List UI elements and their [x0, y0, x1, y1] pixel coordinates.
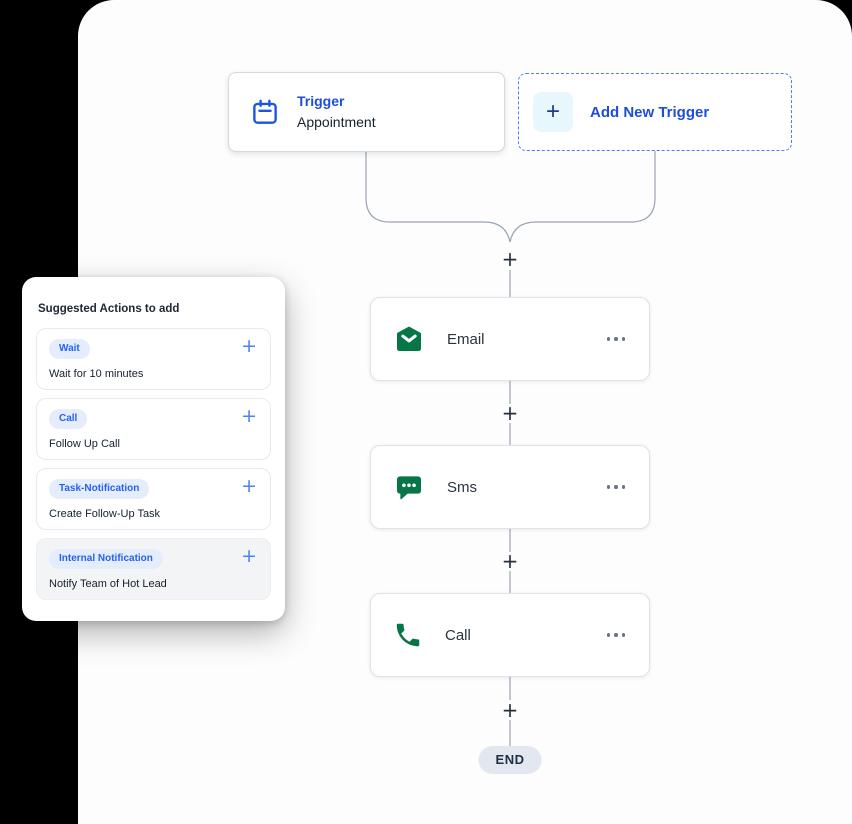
more-options-icon[interactable] [603, 481, 630, 493]
add-new-trigger-button[interactable]: + Add New Trigger [518, 73, 792, 151]
call-icon [393, 620, 423, 650]
add-action-button[interactable]: + [241, 405, 257, 427]
action-type-badge: Task-Notification [49, 479, 150, 499]
plus-icon: + [533, 92, 573, 132]
sms-icon [393, 471, 425, 503]
suggested-actions-panel: Suggested Actions to add Wait + Wait for… [22, 277, 285, 621]
add-action-button[interactable]: + [241, 475, 257, 497]
flow-node-label: Email [447, 330, 485, 348]
suggested-action-internal-notification[interactable]: Internal Notification + Notify Team of H… [36, 538, 271, 600]
action-type-badge: Call [49, 409, 88, 429]
flow-node-email[interactable]: Email [370, 297, 650, 381]
flow-node-label: Sms [447, 478, 477, 496]
action-description: Notify Team of Hot Lead [49, 578, 167, 590]
more-options-icon[interactable] [603, 333, 630, 345]
action-description: Wait for 10 minutes [49, 368, 144, 380]
add-step-button[interactable]: + [501, 549, 519, 573]
flow-node-call[interactable]: Call [370, 593, 650, 677]
panel-title: Suggested Actions to add [38, 303, 180, 315]
calendar-icon [250, 97, 280, 127]
add-new-trigger-label: Add New Trigger [590, 103, 710, 121]
email-icon [393, 323, 425, 355]
trigger-card-subtitle: Appointment [297, 114, 376, 130]
add-step-button[interactable]: + [501, 401, 519, 425]
end-badge: END [478, 746, 542, 774]
trigger-card-title: Trigger [297, 93, 345, 109]
add-action-button[interactable]: + [241, 335, 257, 357]
suggested-action-call[interactable]: Call + Follow Up Call [36, 398, 271, 460]
action-type-badge: Internal Notification [49, 549, 163, 569]
add-step-button[interactable]: + [501, 698, 519, 722]
flow-node-sms[interactable]: Sms [370, 445, 650, 529]
suggested-action-task-notification[interactable]: Task-Notification + Create Follow-Up Tas… [36, 468, 271, 530]
more-options-icon[interactable] [603, 629, 630, 641]
suggested-action-wait[interactable]: Wait + Wait for 10 minutes [36, 328, 271, 390]
action-description: Create Follow-Up Task [49, 508, 161, 520]
action-type-badge: Wait [49, 339, 90, 359]
flow-node-label: Call [445, 626, 471, 644]
add-action-button[interactable]: + [241, 545, 257, 567]
action-description: Follow Up Call [49, 438, 120, 450]
trigger-card[interactable]: Trigger Appointment [228, 72, 505, 152]
add-step-button[interactable]: + [501, 247, 519, 271]
